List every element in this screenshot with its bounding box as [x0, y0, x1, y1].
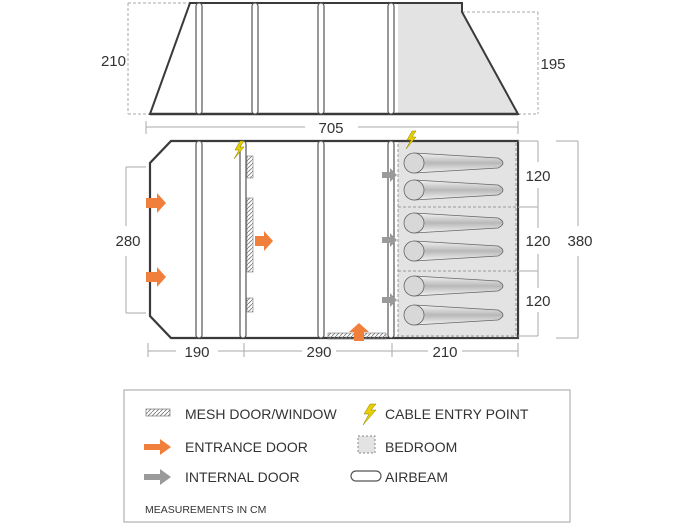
legend-cable-label: CABLE ENTRY POINT [385, 406, 529, 422]
sleeping-bag [403, 304, 504, 326]
cable-entry-icon [233, 140, 245, 160]
airbeam [195, 140, 203, 339]
length-dimension: 705 [145, 120, 519, 137]
airbeam-legend-icon [350, 470, 382, 482]
side-airbeam [317, 2, 325, 115]
sleeping-bag [403, 179, 504, 201]
side-height-label: 210 [101, 53, 126, 70]
bedroom-boundary [397, 140, 517, 337]
entrance-door-arrow [146, 267, 166, 287]
section-middle-label: 290 [306, 344, 331, 361]
side-airbeam [251, 2, 259, 115]
sleeping-bag [403, 275, 504, 297]
airbeam [239, 140, 247, 339]
legend-bedroom-label: BEDROOM [385, 439, 457, 455]
total-length-label: 705 [318, 120, 343, 137]
bedroom-height-label: 195 [540, 56, 565, 73]
section-dimensions: 190 290 210 [147, 343, 519, 361]
measurements-note: MEASUREMENTS IN CM [145, 504, 266, 516]
bedroom-width-label-2: 120 [525, 233, 550, 250]
entrance-door-legend-icon [144, 439, 171, 455]
side-airbeam [387, 2, 395, 115]
legend-mesh-label: MESH DOOR/WINDOW [185, 406, 337, 422]
entrance-door-arrow [146, 193, 166, 213]
entrance-door-arrow [349, 323, 369, 341]
bedroom-width-label-3: 120 [525, 293, 550, 310]
floor-plan [146, 130, 520, 341]
bedroom-area [398, 141, 516, 336]
legend-internal-label: INTERNAL DOOR [185, 469, 300, 485]
internal-door-legend-icon [144, 469, 171, 485]
width-dimensions: 280 120 120 120 380 [115, 140, 593, 339]
side-bedroom-area [398, 3, 518, 114]
internal-door-arrow [382, 233, 397, 247]
cable-entry-legend-icon [362, 403, 377, 426]
legend-airbeam-label: AIRBEAM [385, 469, 448, 485]
side-elevation: 210 195 [101, 2, 566, 116]
legend: MESH DOOR/WINDOW CABLE ENTRY POINT ENTRA… [123, 389, 571, 523]
cable-entry-icon [405, 130, 417, 150]
airbeam [317, 140, 325, 339]
section-front-label: 190 [184, 344, 209, 361]
sleeping-bag [403, 240, 504, 262]
internal-door-arrow [382, 293, 397, 307]
bedroom-width-label-1: 120 [525, 168, 550, 185]
mesh-legend-icon [145, 408, 171, 417]
internal-door-arrow [382, 168, 397, 182]
total-width-label: 280 [115, 233, 140, 250]
overall-depth-label: 380 [567, 233, 592, 250]
legend-box [123, 389, 571, 523]
legend-entrance-label: ENTRANCE DOOR [185, 439, 308, 455]
side-airbeam [195, 2, 203, 115]
sleeping-bag [403, 152, 504, 174]
mesh-window [246, 297, 254, 313]
entrance-door-arrow [255, 231, 273, 251]
bedroom-legend-icon [357, 435, 376, 454]
section-bedroom-label: 210 [432, 344, 457, 361]
mesh-window [246, 197, 254, 273]
sleeping-bag [403, 212, 504, 234]
mesh-window [246, 155, 254, 179]
